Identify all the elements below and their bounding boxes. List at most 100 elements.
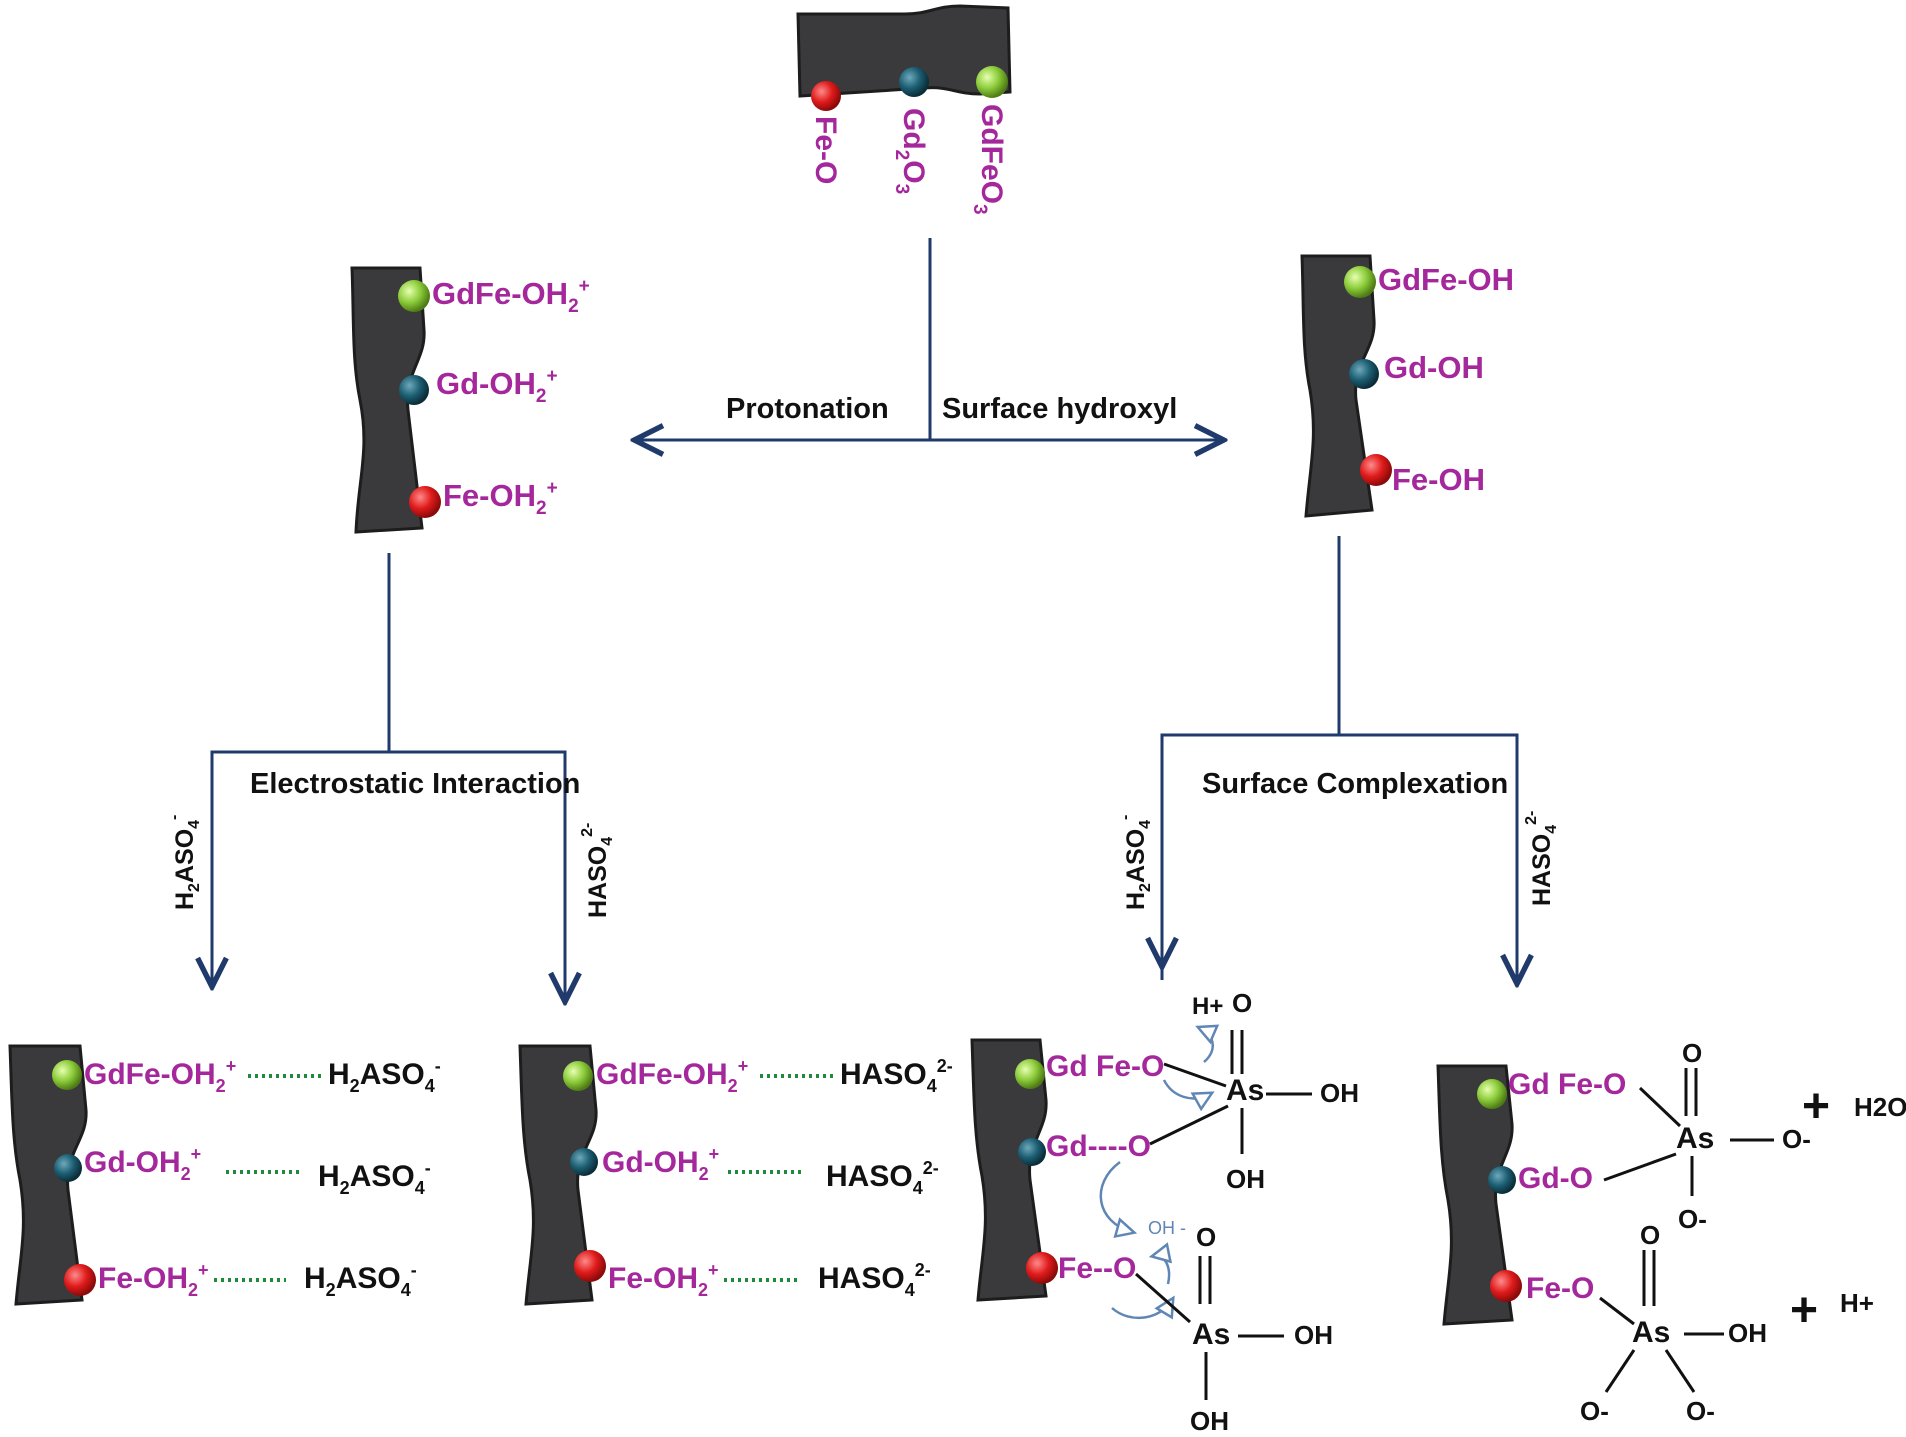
gd-sphere xyxy=(1488,1166,1516,1194)
fe-o-label: Fe-O xyxy=(1526,1272,1594,1305)
hydroxyl-label: OH xyxy=(1294,1320,1333,1350)
protonated-surface: GdFe-OH2+ Gd-OH2+ Fe-OH2+ xyxy=(350,266,590,534)
gdfe-sphere xyxy=(563,1061,593,1091)
hydroxyl-surface: GdFe-OH Gd-OH Fe-OH xyxy=(1300,254,1514,518)
hydroxyl-label: OH xyxy=(1190,1406,1229,1436)
fe-sphere xyxy=(64,1264,96,1296)
curved-arrow xyxy=(1111,1295,1175,1320)
bond-line xyxy=(1149,1104,1229,1146)
o-minus-label: O- xyxy=(1686,1396,1715,1426)
gd-sphere xyxy=(54,1154,82,1182)
gdfe-oh2-label: GdFe-OH2+ xyxy=(84,1056,236,1096)
h2aso4-ion: H2ASO4- xyxy=(328,1056,441,1096)
left-bracket-line xyxy=(210,750,567,980)
gd-oh2-label: Gd-OH2+ xyxy=(436,366,558,407)
right-h2aso4-vertical: H2ASO4- xyxy=(1117,815,1154,910)
curved-arrow xyxy=(1099,1160,1138,1239)
surface-slab xyxy=(970,1038,1048,1302)
haso4-ion: HASO42- xyxy=(818,1260,931,1300)
oxygen-label: O xyxy=(1232,988,1252,1018)
h-plus-label: H+ xyxy=(1192,993,1223,1020)
fe-sphere xyxy=(811,81,841,111)
surface-slab xyxy=(1300,254,1376,518)
gdfe-sphere xyxy=(52,1060,82,1090)
gdfe-sphere xyxy=(1344,266,1376,298)
oxygen-label: O xyxy=(1196,1222,1216,1252)
curved-arrow xyxy=(1195,1024,1220,1063)
surface-complexation-label: Surface Complexation xyxy=(1202,768,1508,800)
arsenic-label: As xyxy=(1676,1122,1714,1155)
gd-o-label: Gd----O xyxy=(1046,1130,1151,1163)
oxygen-label: O xyxy=(1682,1038,1702,1068)
o-minus-label: O- xyxy=(1678,1204,1707,1234)
arsenic-label: As xyxy=(1226,1074,1264,1107)
top-gdfeo3-label: GdFeO3 xyxy=(969,104,1008,215)
h2aso4-ion: H2ASO4- xyxy=(318,1158,431,1198)
bond-line xyxy=(1603,1152,1677,1182)
oxygen-label: O xyxy=(1640,1220,1660,1250)
gdfe-oh-label: GdFe-OH xyxy=(1378,262,1514,297)
haso4-ion: HASO42- xyxy=(840,1056,953,1096)
gd-sphere xyxy=(399,375,429,405)
gd-oh2-label: Gd-OH2+ xyxy=(84,1144,201,1184)
surface-slab xyxy=(8,1044,88,1306)
fe-sphere xyxy=(409,486,441,518)
fe-oh2-label: Fe-OH2+ xyxy=(98,1260,209,1300)
gd-sphere xyxy=(570,1148,598,1176)
gd-sphere xyxy=(1349,359,1379,389)
fe-sphere xyxy=(1490,1270,1522,1302)
gdfe-sphere xyxy=(1015,1059,1045,1089)
bond-line xyxy=(1135,1272,1191,1324)
electrostatic-h2aso4-panel: GdFe-OH2+ H2ASO4- Gd-OH2+ H2ASO4- Fe-OH2… xyxy=(8,1044,441,1306)
h2aso4-ion: H2ASO4- xyxy=(304,1260,417,1300)
protonation-label: Protonation xyxy=(726,393,889,425)
hydroxyl-label: OH xyxy=(1226,1164,1265,1194)
plus-sign: + xyxy=(1790,1284,1818,1337)
left-haso4-vertical: HASO42- xyxy=(579,823,616,918)
surface-slab xyxy=(350,266,426,534)
fe-sphere xyxy=(574,1250,606,1282)
arsenic-label: As xyxy=(1632,1316,1670,1349)
top-gd2o3-label: Gd2O3 xyxy=(891,108,930,194)
surface-slab xyxy=(796,4,1012,98)
hydroxyl-label: OH xyxy=(1728,1318,1767,1348)
electrostatic-label: Electrostatic Interaction xyxy=(250,768,580,800)
plus-sign: + xyxy=(1802,1080,1830,1133)
o-minus-label: O- xyxy=(1580,1396,1609,1426)
surface-slab xyxy=(518,1044,598,1306)
gd-o-label: Gd-O xyxy=(1518,1162,1593,1195)
water-label: H2O xyxy=(1854,1092,1906,1122)
right-haso4-vertical: HASO42- xyxy=(1523,811,1560,906)
right-bracket-line xyxy=(1160,733,1519,980)
gdfe-oh2-label: GdFe-OH2+ xyxy=(596,1056,748,1096)
top-surface: Fe-O Gd2O3 GdFeO3 xyxy=(796,4,1012,215)
h-plus-label: H+ xyxy=(1840,1288,1874,1318)
bond-line xyxy=(1664,1349,1696,1393)
gd-sphere xyxy=(899,67,929,97)
curved-arrow xyxy=(1162,1079,1215,1112)
fe-oh2-label: Fe-OH2+ xyxy=(443,478,558,519)
surface-hydroxyl-label: Surface hydroxyl xyxy=(942,393,1177,425)
gdfe-o-label: Gd Fe-O xyxy=(1508,1068,1626,1101)
gdfe-oh2-label: GdFe-OH2+ xyxy=(432,276,590,317)
bond-line xyxy=(1599,1296,1635,1326)
gdfe-sphere xyxy=(1477,1079,1507,1109)
gdfe-o-label: Gd Fe-O xyxy=(1046,1050,1164,1083)
gd-oh2-label: Gd-OH2+ xyxy=(602,1144,719,1184)
fe-oh2-label: Fe-OH2+ xyxy=(608,1260,719,1300)
arsenic-label: As xyxy=(1192,1318,1230,1351)
bond-line xyxy=(1604,1349,1636,1393)
gdfe-sphere xyxy=(976,66,1008,98)
fe-sphere xyxy=(1360,454,1392,486)
oh-minus-label: OH - xyxy=(1148,1218,1186,1238)
electrostatic-haso4-panel: GdFe-OH2+ HASO42- Gd-OH2+ HASO42- Fe-OH2… xyxy=(518,1044,953,1306)
o-minus-label: O- xyxy=(1782,1124,1811,1154)
curved-arrow xyxy=(1148,1242,1173,1285)
fe-oh-label: Fe-OH xyxy=(1392,462,1485,497)
fe-sphere xyxy=(1026,1252,1058,1284)
gdfe-sphere xyxy=(398,280,430,312)
gd-sphere xyxy=(1018,1138,1046,1166)
hydroxyl-label: OH xyxy=(1320,1078,1359,1108)
haso4-ion: HASO42- xyxy=(826,1158,939,1198)
